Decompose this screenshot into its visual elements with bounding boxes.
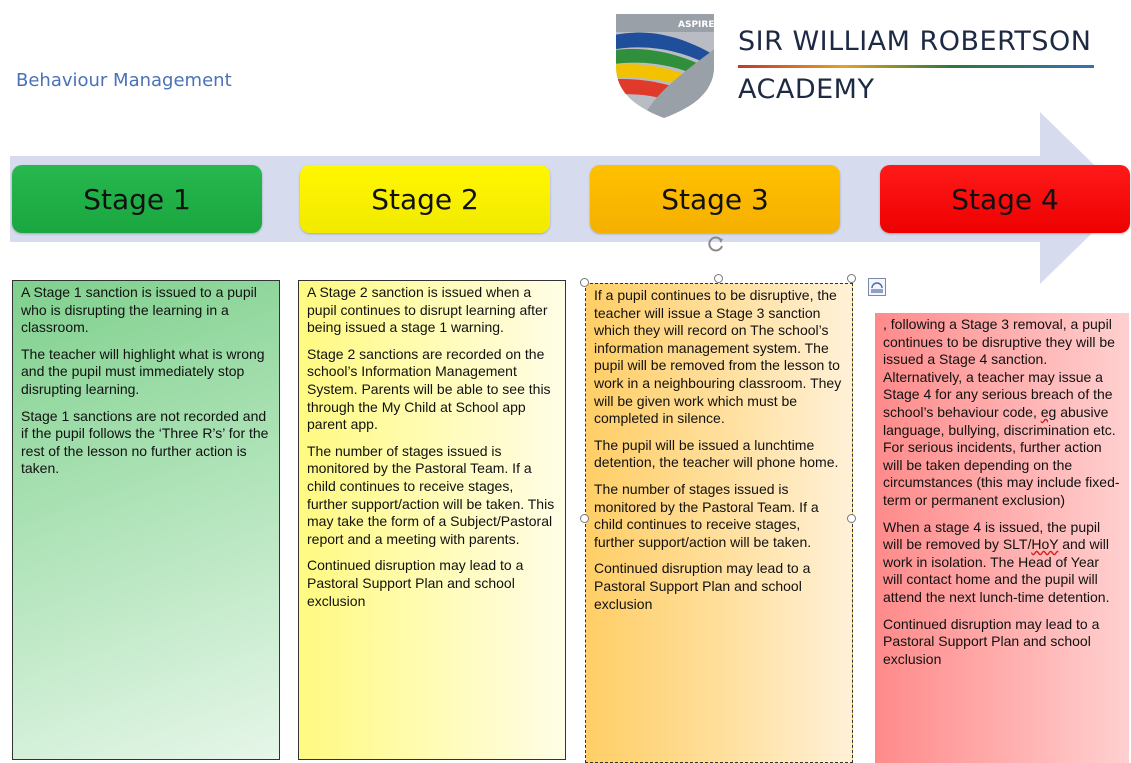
stage-3-paragraph: If a pupil continues to be disruptive, t…	[594, 287, 842, 427]
stage-2-description: A Stage 2 sanction is issued when a pupi…	[298, 280, 566, 760]
stage-1-paragraph: Stage 1 sanctions are not recorded and i…	[21, 407, 269, 477]
school-name-rule	[738, 65, 1094, 68]
resize-handle[interactable]	[580, 514, 589, 523]
stage-4-paragraph: Continued disruption may lead to a Pasto…	[883, 615, 1100, 667]
stage-1-description: A Stage 1 sanction is issued to a pupil …	[12, 280, 280, 760]
stage-1-header: Stage 1	[12, 165, 262, 233]
stage-1-paragraph: A Stage 1 sanction is issued to a pupil …	[21, 284, 257, 336]
shield-logo-icon: ASPIRE	[616, 14, 714, 118]
school-name-line2: ACADEMY	[738, 74, 875, 105]
stage-3-paragraph: The pupil will be issued a lunchtime det…	[594, 436, 839, 471]
stage-2-paragraph: A Stage 2 sanction is issued when a pupi…	[307, 284, 548, 336]
stage-2-paragraph: Stage 2 sanctions are recorded on the sc…	[307, 345, 551, 433]
timeline-arrow	[10, 112, 1128, 284]
stage-4-paragraph: When a stage 4 is issued, the pupil will…	[883, 518, 1110, 605]
stage-3-paragraph: Continued disruption may lead to a Pasto…	[594, 560, 811, 612]
spellcheck-word: HoY	[1031, 536, 1059, 553]
stage-2-paragraph: The number of stages issued is monitored…	[307, 442, 555, 547]
stage-3-header: Stage 3	[590, 165, 840, 233]
resize-handle[interactable]	[847, 274, 856, 283]
academy-logo: ASPIRE SIR WILLIAM ROBERTSON ACADEMY	[612, 8, 1112, 120]
spellcheck-word: eg	[1040, 403, 1057, 420]
school-name-line1: SIR WILLIAM ROBERTSON	[738, 26, 1092, 57]
stage-4-description: , following a Stage 3 removal, a pupil c…	[875, 313, 1129, 763]
layout-options-icon[interactable]	[868, 278, 886, 296]
stage-2-header: Stage 2	[300, 165, 550, 233]
stage-3-description[interactable]: If a pupil continues to be disruptive, t…	[585, 283, 853, 763]
resize-handle[interactable]	[580, 278, 589, 287]
rotate-handle-icon[interactable]	[706, 234, 726, 254]
stage-4-paragraph: , following a Stage 3 removal, a pupil c…	[883, 316, 1120, 508]
stage-4-header: Stage 4	[880, 165, 1130, 233]
stage-3-paragraph: The number of stages issued is monitored…	[594, 480, 819, 550]
resize-handle[interactable]	[847, 514, 856, 523]
logo-badge-text: ASPIRE	[678, 20, 714, 30]
stage-2-paragraph: Continued disruption may lead to a Pasto…	[307, 557, 524, 609]
page-heading: Behaviour Management	[16, 70, 232, 91]
stage-1-paragraph: The teacher will highlight what is wrong…	[21, 345, 265, 397]
resize-handle[interactable]	[714, 274, 723, 283]
